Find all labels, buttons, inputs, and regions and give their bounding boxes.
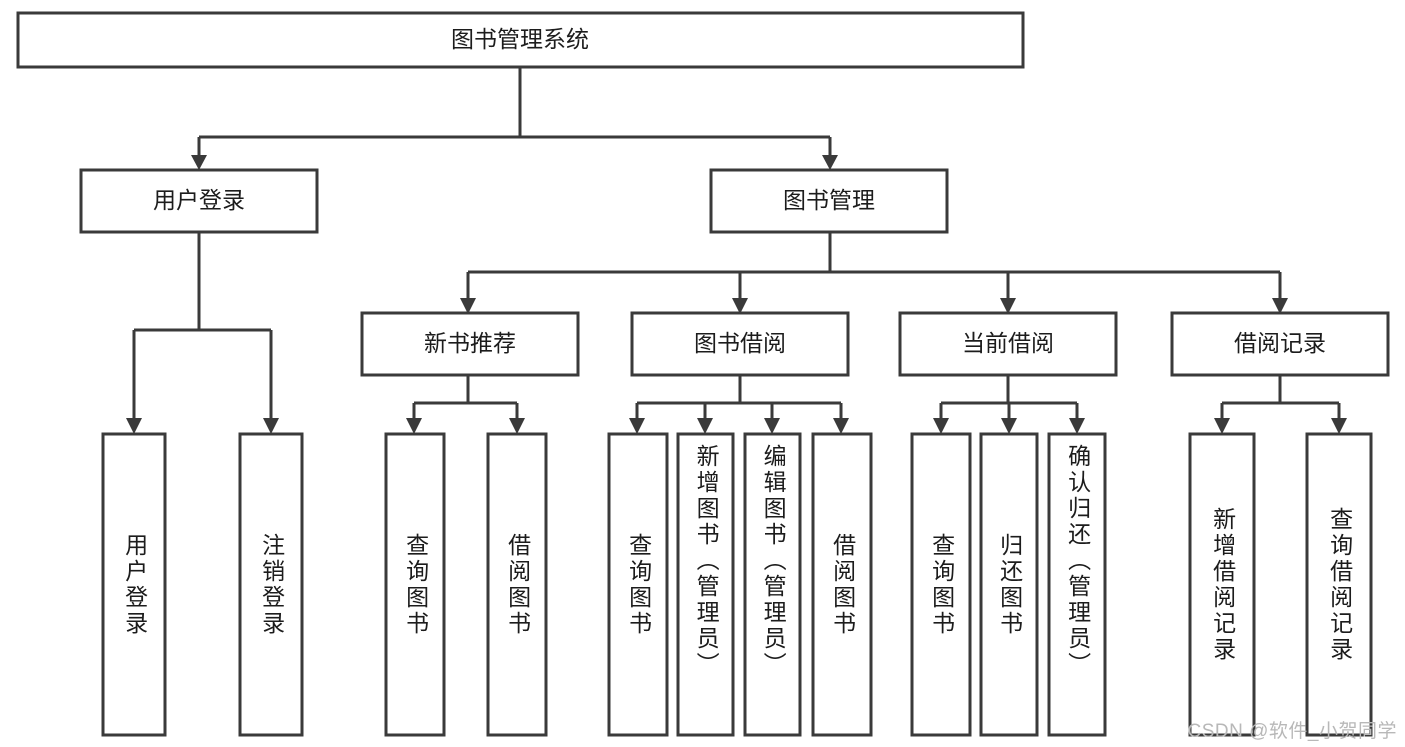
node-current-borrow-label: 当前借阅: [962, 330, 1054, 356]
arrow-to-leaf-3: [406, 418, 422, 434]
node-book-borrow[interactable]: [630, 311, 850, 377]
node-leaf-7[interactable]: [743, 432, 802, 737]
arrow-to-leaf-10: [1001, 418, 1017, 434]
node-root[interactable]: [16, 11, 1025, 69]
node-leaf-5[interactable]: [607, 432, 669, 737]
node-user-login[interactable]: [79, 168, 319, 234]
node-leaf-10[interactable]: [979, 432, 1039, 737]
node-leaf-2[interactable]: [238, 432, 304, 737]
node-book-management[interactable]: [709, 168, 949, 234]
arrow-to-leaf-7: [764, 418, 780, 434]
node-current-borrow[interactable]: [898, 311, 1118, 377]
node-leaf-6[interactable]: [676, 432, 735, 737]
arrow-to-leaf-6: [697, 418, 713, 434]
watermark: CSDN @软件_小贺同学: [1187, 721, 1397, 742]
arrow-to-leaf-9: [933, 418, 949, 434]
node-layer: [16, 11, 1390, 737]
arrow-to-current-borrow: [1000, 298, 1016, 314]
node-leaf-3[interactable]: [384, 432, 446, 737]
arrow-to-book-borrow: [732, 298, 748, 314]
node-root-label: 图书管理系统: [451, 26, 589, 52]
node-leaf-12[interactable]: [1188, 432, 1256, 737]
arrow-to-book-mgmt: [822, 155, 838, 170]
node-leaf-8[interactable]: [811, 432, 873, 737]
node-book-management-label: 图书管理: [783, 187, 875, 213]
node-leaf-13[interactable]: [1305, 432, 1373, 737]
node-leaf-4[interactable]: [486, 432, 548, 737]
node-book-borrow-label: 图书借阅: [694, 330, 786, 356]
arrow-to-leaf-13: [1331, 418, 1347, 434]
arrow-to-leaf-4: [509, 418, 525, 434]
node-leaf-11[interactable]: [1047, 432, 1107, 737]
arrow-to-leaf-11: [1069, 418, 1085, 434]
node-user-login-label: 用户登录: [153, 187, 245, 213]
connector-layer: [126, 67, 1347, 434]
arrow-to-borrow-record: [1272, 298, 1288, 314]
arrow-to-user-login: [191, 155, 207, 170]
horizontal-label-layer: 图书管理系统 用户登录 图书管理 新书推荐 图书借阅 当前借阅 借阅记录: [153, 26, 1326, 356]
node-borrow-record[interactable]: [1170, 311, 1390, 377]
node-borrow-record-label: 借阅记录: [1234, 330, 1326, 356]
arrow-to-leaf-2: [263, 418, 279, 434]
arrow-to-leaf-8: [833, 418, 849, 434]
arrow-to-new-book-rec: [460, 298, 476, 314]
node-new-book-recommend[interactable]: [360, 311, 580, 377]
arrow-to-leaf-1: [126, 418, 142, 434]
node-leaf-9[interactable]: [910, 432, 972, 737]
arrow-to-leaf-12: [1214, 418, 1230, 434]
arrow-to-leaf-5: [629, 418, 645, 434]
node-new-book-recommend-label: 新书推荐: [424, 330, 516, 356]
node-leaf-1[interactable]: [101, 432, 167, 737]
